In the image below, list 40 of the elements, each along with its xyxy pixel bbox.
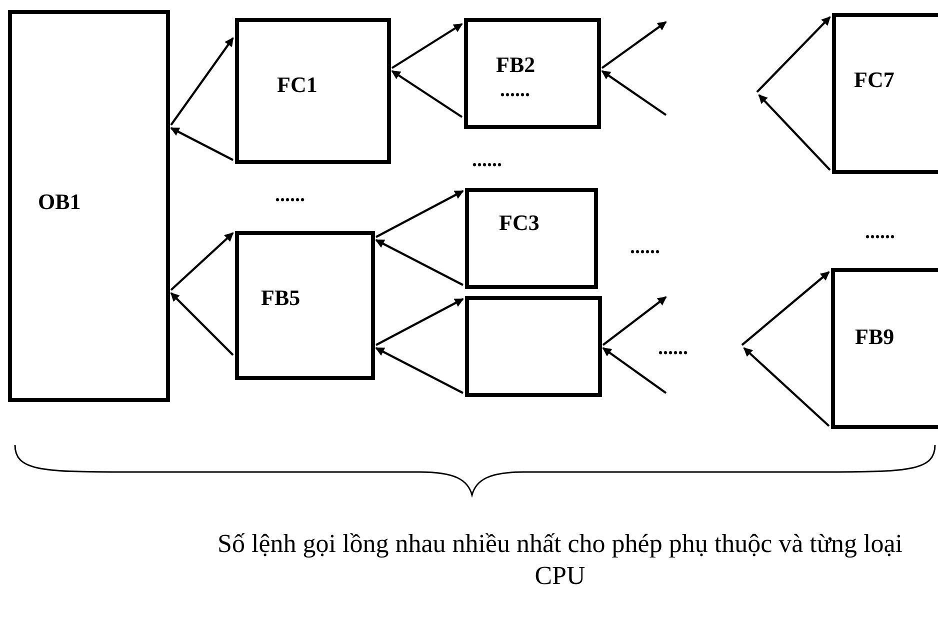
block-label: FB2: [496, 52, 536, 78]
arrow: [170, 127, 234, 161]
block-box: [8, 10, 170, 402]
arrow: [743, 347, 830, 427]
arrow: [601, 21, 667, 69]
arrow: [375, 190, 464, 238]
arrow: [170, 232, 234, 291]
block-label: FB9: [855, 324, 894, 350]
ellipsis-text: ......: [865, 222, 895, 242]
ellipsis-text: ......: [472, 150, 502, 170]
arrow: [391, 70, 463, 118]
empty-box: [465, 296, 602, 397]
arrow: [170, 37, 234, 126]
arrow: [756, 16, 831, 93]
block-box: [831, 268, 938, 429]
arrow: [758, 94, 831, 171]
block-label: FB5: [261, 285, 300, 311]
block-box: [465, 188, 598, 289]
block-box: [464, 18, 601, 129]
caption: Số lệnh gọi lồng nhau nhiều nhất cho phép phụ thuộc và từng loại CPU: [216, 528, 904, 592]
block-box: [832, 13, 938, 174]
arrow: [602, 347, 667, 394]
arrow: [375, 239, 464, 286]
ellipsis-text: ......: [500, 80, 530, 100]
block-box: [235, 231, 375, 380]
block-box: [235, 18, 391, 164]
ellipsis-text: ......: [658, 338, 688, 358]
arrow: [170, 292, 234, 356]
block-label: OB1: [38, 189, 81, 215]
arrow: [391, 23, 463, 69]
block-label: FC3: [499, 210, 540, 236]
block-label: FC7: [854, 67, 894, 93]
ellipsis-text: ......: [275, 185, 305, 205]
arrow: [602, 296, 667, 346]
arrow: [601, 70, 667, 116]
arrow: [375, 347, 464, 394]
arrow: [375, 298, 464, 346]
arrow: [741, 271, 830, 346]
block-label: FC1: [277, 72, 318, 98]
ellipsis-text: ......: [630, 237, 660, 257]
